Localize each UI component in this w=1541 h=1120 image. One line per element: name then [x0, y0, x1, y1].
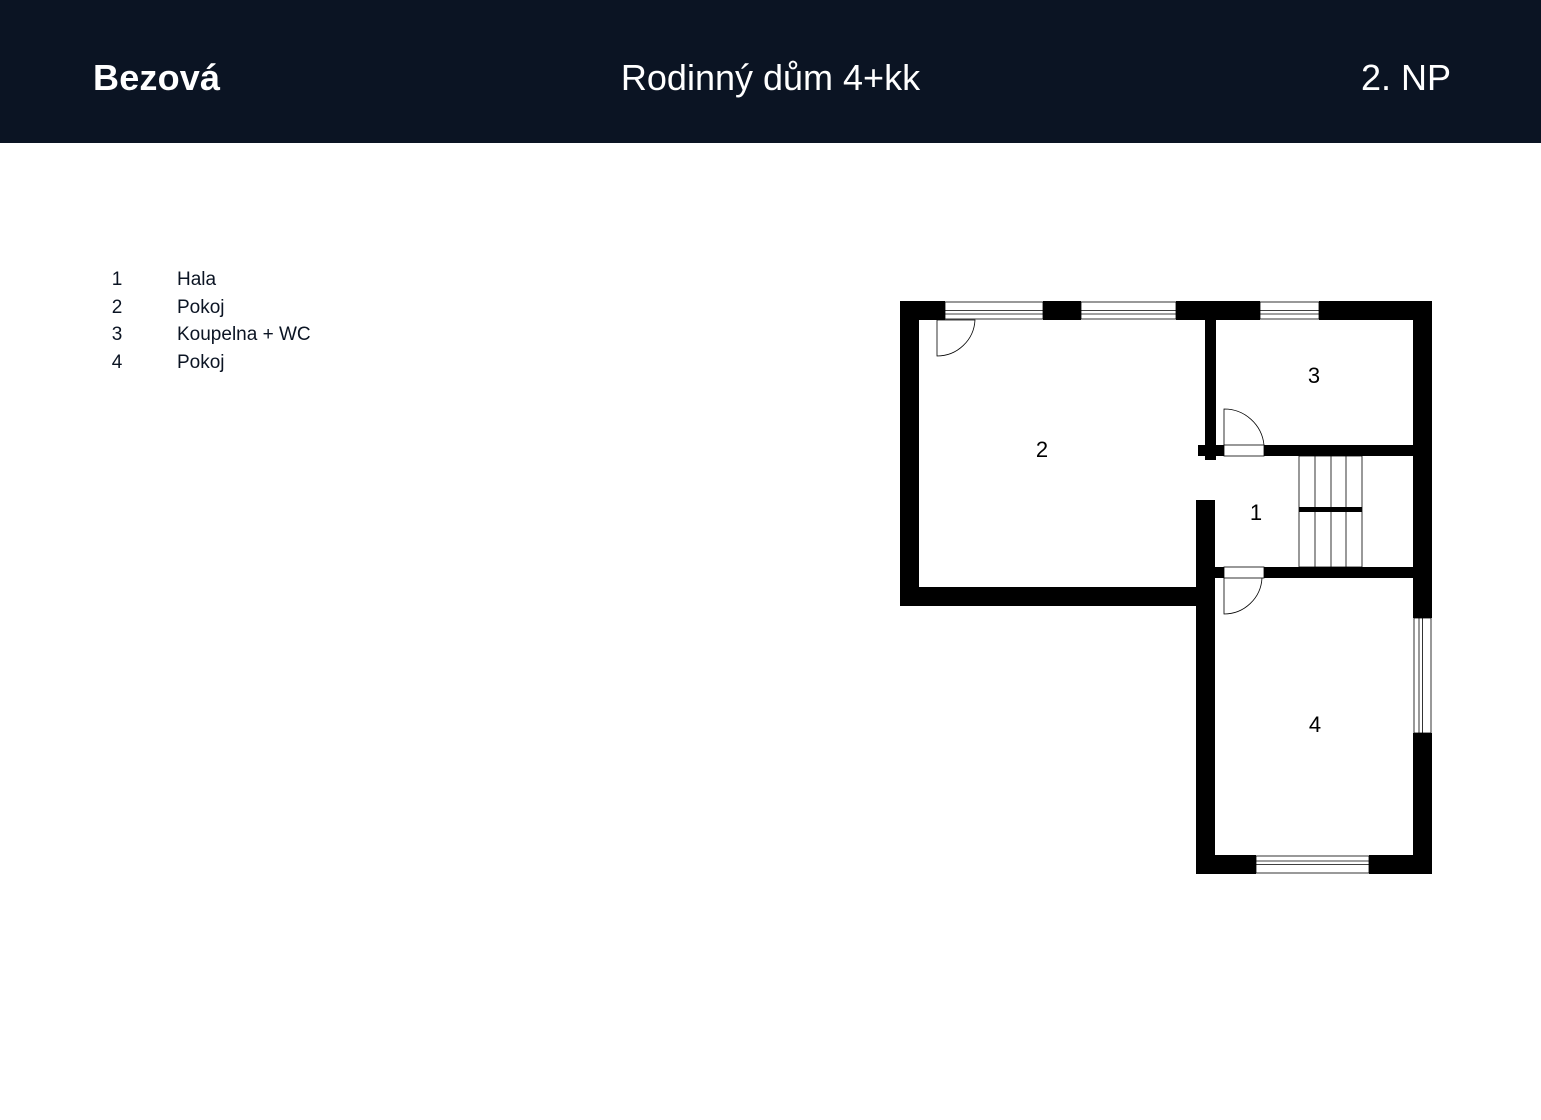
wall — [1413, 301, 1432, 618]
room-label-hala: 1 — [1250, 500, 1262, 525]
wall — [1319, 301, 1432, 320]
wall — [1205, 317, 1216, 460]
door-swing — [936, 319, 976, 357]
doors — [936, 319, 1265, 615]
wall — [1043, 301, 1081, 320]
wall — [1196, 567, 1224, 578]
wall — [900, 587, 1215, 606]
room-label-pokoj-2: 4 — [1309, 712, 1321, 737]
room-label-koupelna: 3 — [1308, 363, 1320, 388]
room-label-pokoj: 2 — [1036, 437, 1048, 462]
wall — [1196, 500, 1215, 606]
wall — [900, 301, 945, 320]
legend-room-name: Hala — [177, 269, 217, 290]
wall — [1264, 445, 1414, 456]
wall — [900, 301, 919, 606]
legend-number: 3 — [111, 324, 123, 345]
header-bar: Bezová Rodinný dům 4+kk 2. NP — [0, 0, 1541, 143]
legend-room-name: Koupelna + WC — [177, 324, 311, 345]
staircase — [1298, 455, 1363, 568]
brand-name: Bezová — [93, 57, 221, 98]
wall — [1198, 445, 1224, 456]
legend-number: 4 — [111, 351, 123, 373]
windows — [944, 301, 1432, 874]
wall — [1369, 855, 1432, 874]
legend-room-name: Pokoj — [177, 296, 225, 318]
walls — [900, 301, 1432, 874]
page-title: Rodinný dům 4+kk — [620, 57, 921, 98]
wall — [1196, 855, 1256, 874]
floor-label: 2. NP — [1360, 57, 1451, 98]
wall — [1196, 587, 1215, 874]
wall — [1176, 301, 1260, 320]
door-swing — [1223, 577, 1263, 615]
legend-room-name: Pokoj — [177, 351, 225, 373]
door-swing — [1223, 408, 1265, 446]
wall — [1413, 733, 1432, 874]
legend-number: 1 — [111, 269, 123, 290]
wall — [1264, 567, 1414, 578]
legend-number: 2 — [111, 296, 123, 318]
